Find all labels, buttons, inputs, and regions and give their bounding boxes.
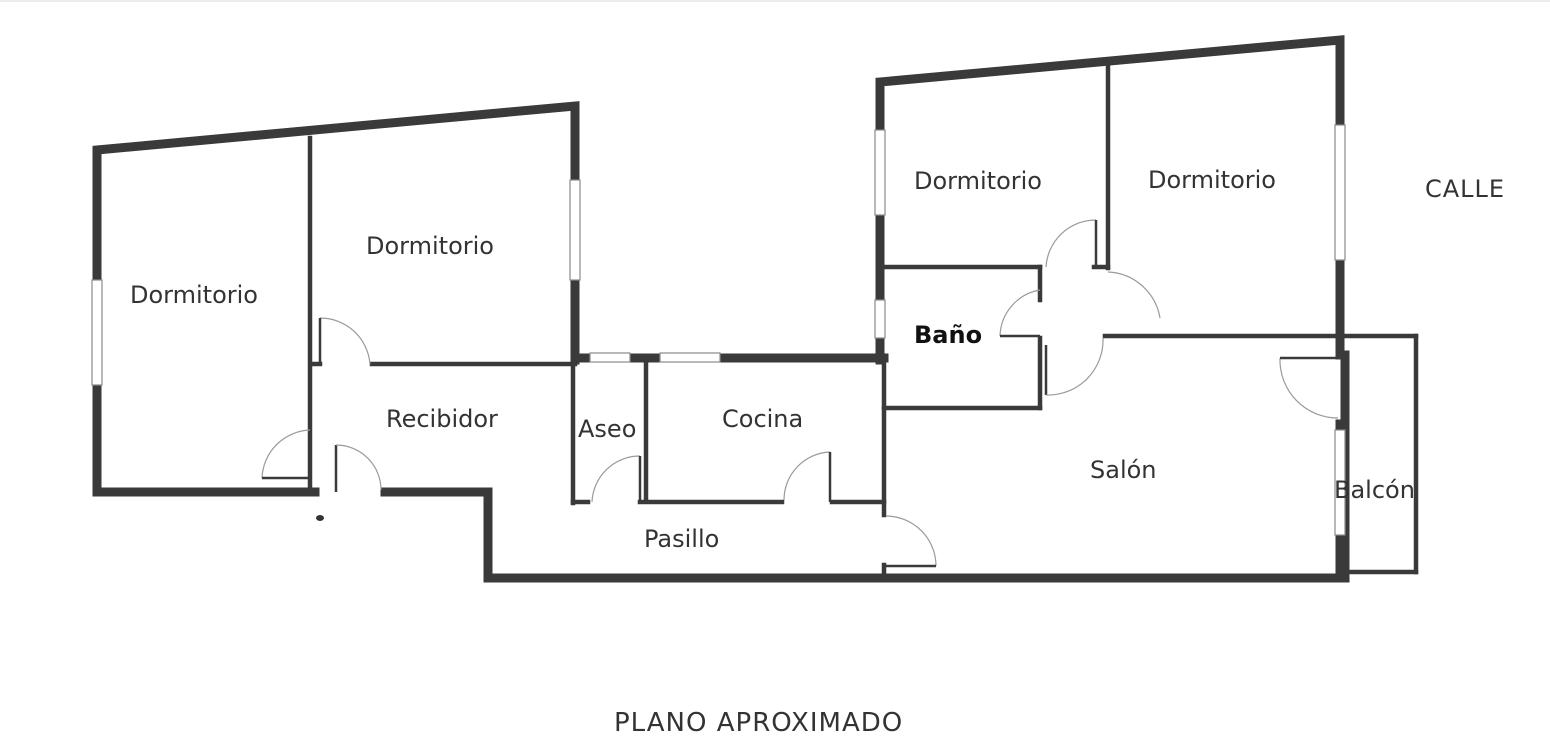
window-bedroom2-east — [569, 179, 581, 281]
window-kitchen — [659, 352, 721, 363]
door-entrance-arc — [335, 444, 382, 491]
room-label-aseo: Aseo — [578, 415, 637, 443]
room-label-dormitorio-4: Dormitorio — [1148, 166, 1276, 194]
room-label-dormitorio-1: Dormitorio — [130, 281, 258, 309]
door-balcony-arc — [1279, 357, 1339, 419]
window-bedroom1-west — [91, 279, 103, 386]
room-label-dormitorio-2: Dormitorio — [366, 232, 494, 260]
ink-dot — [316, 515, 324, 521]
door-bedroom3-arc — [1045, 219, 1097, 268]
window-bath-west — [874, 299, 886, 339]
window-balcony — [1334, 429, 1346, 536]
window-aseo — [589, 352, 631, 363]
doors — [261, 219, 1339, 568]
room-label-recibidor: Recibidor — [386, 405, 498, 433]
street-label: CALLE — [1425, 175, 1506, 203]
door-salon-arc — [885, 515, 937, 567]
plan-caption: PLANO APROXIMADO — [614, 708, 904, 738]
door-kitchen-arc — [783, 451, 831, 501]
door-bedroom1-arc — [261, 429, 311, 479]
door-bedroom2-arc — [319, 317, 371, 365]
door-aseo-arc — [591, 455, 641, 503]
room-label-salon: Salón — [1090, 456, 1157, 484]
door-bedroom4-arc — [1107, 271, 1161, 319]
window-bedroom3-west — [874, 129, 886, 216]
room-label-balcon: Balcón — [1334, 476, 1415, 504]
room-label-cocina: Cocina — [722, 405, 804, 433]
window-bedroom4-east — [1334, 124, 1346, 261]
room-label-pasillo: Pasillo — [644, 525, 720, 553]
room-label-dormitorio-3: Dormitorio — [914, 167, 1042, 195]
room-label-bano: Baño — [914, 321, 983, 349]
south-outer-wall — [380, 350, 1350, 583]
door-salon-north-arc — [1045, 337, 1104, 396]
door-bath-arc — [999, 289, 1041, 337]
middle-walls — [570, 353, 889, 579]
